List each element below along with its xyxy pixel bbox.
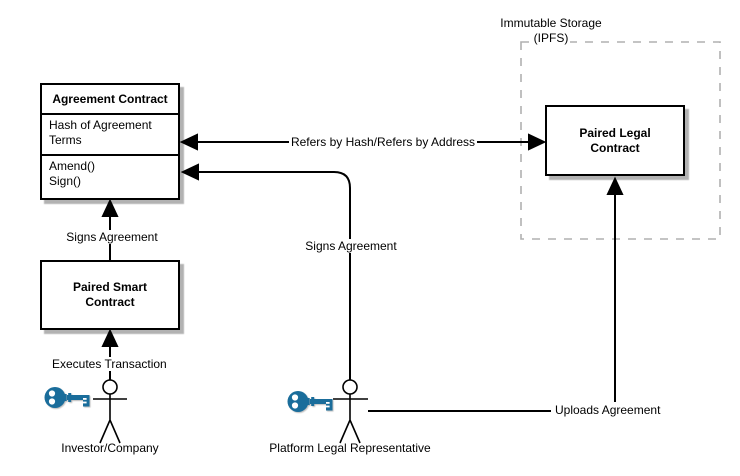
storage-region-label-line1: Immutable Storage xyxy=(498,16,604,31)
paired-smart-contract-title: Paired Smart Contract xyxy=(72,280,148,309)
agreement-contract-methods: Amend() Sign() xyxy=(42,156,178,192)
agreement-contract-method-sign: Sign() xyxy=(49,174,82,188)
edge-label-refers: Refers by Hash/Refers by Address xyxy=(288,135,478,149)
agreement-contract-method-amend: Amend() xyxy=(49,159,96,173)
actor-label-platform-rep: Platform Legal Representative xyxy=(269,441,431,455)
investor-key-icon xyxy=(44,387,90,408)
edge-label-signs-middle: Signs Agreement xyxy=(303,239,399,253)
actor-head xyxy=(342,379,358,395)
edge-label-uploads: Uploads Agreement xyxy=(553,403,663,417)
paired-legal-contract-title: Paired Legal Contract xyxy=(579,125,651,155)
arrowhead-up-icon xyxy=(606,176,624,195)
edge-signs-middle xyxy=(180,163,351,380)
arrowhead-left-icon xyxy=(180,163,199,181)
paired-legal-contract-box: Paired Legal Contract xyxy=(545,105,685,176)
actor-platform-figure xyxy=(333,379,368,444)
platform-key-icon xyxy=(287,391,333,412)
immutable-storage-region xyxy=(520,41,721,240)
actor-investor-figure xyxy=(93,379,127,444)
arrowhead-up-icon xyxy=(101,198,119,217)
storage-region-label-line2: (IPFS) xyxy=(531,31,571,46)
actor-label-investor: Investor/Company xyxy=(61,441,159,455)
arrowhead-left-icon xyxy=(179,133,198,151)
actor-head xyxy=(102,379,118,395)
storage-region-label: Immutable Storage (IPFS) xyxy=(481,16,621,46)
arrowhead-up-icon xyxy=(101,328,119,347)
edge-label-executes: Executes Transaction xyxy=(50,357,169,371)
agreement-contract-box: Agreement Contract Hash of Agreement Ter… xyxy=(40,83,180,200)
paired-smart-contract-box: Paired Smart Contract xyxy=(40,260,180,330)
edge-label-signs-left: Signs Agreement xyxy=(64,230,160,244)
agreement-contract-title: Agreement Contract xyxy=(42,85,178,115)
edge-uploads xyxy=(368,176,624,412)
arrowhead-right-icon xyxy=(528,133,547,151)
edge-executes xyxy=(101,328,119,380)
agreement-contract-attribute: Hash of Agreement Terms xyxy=(42,115,178,156)
